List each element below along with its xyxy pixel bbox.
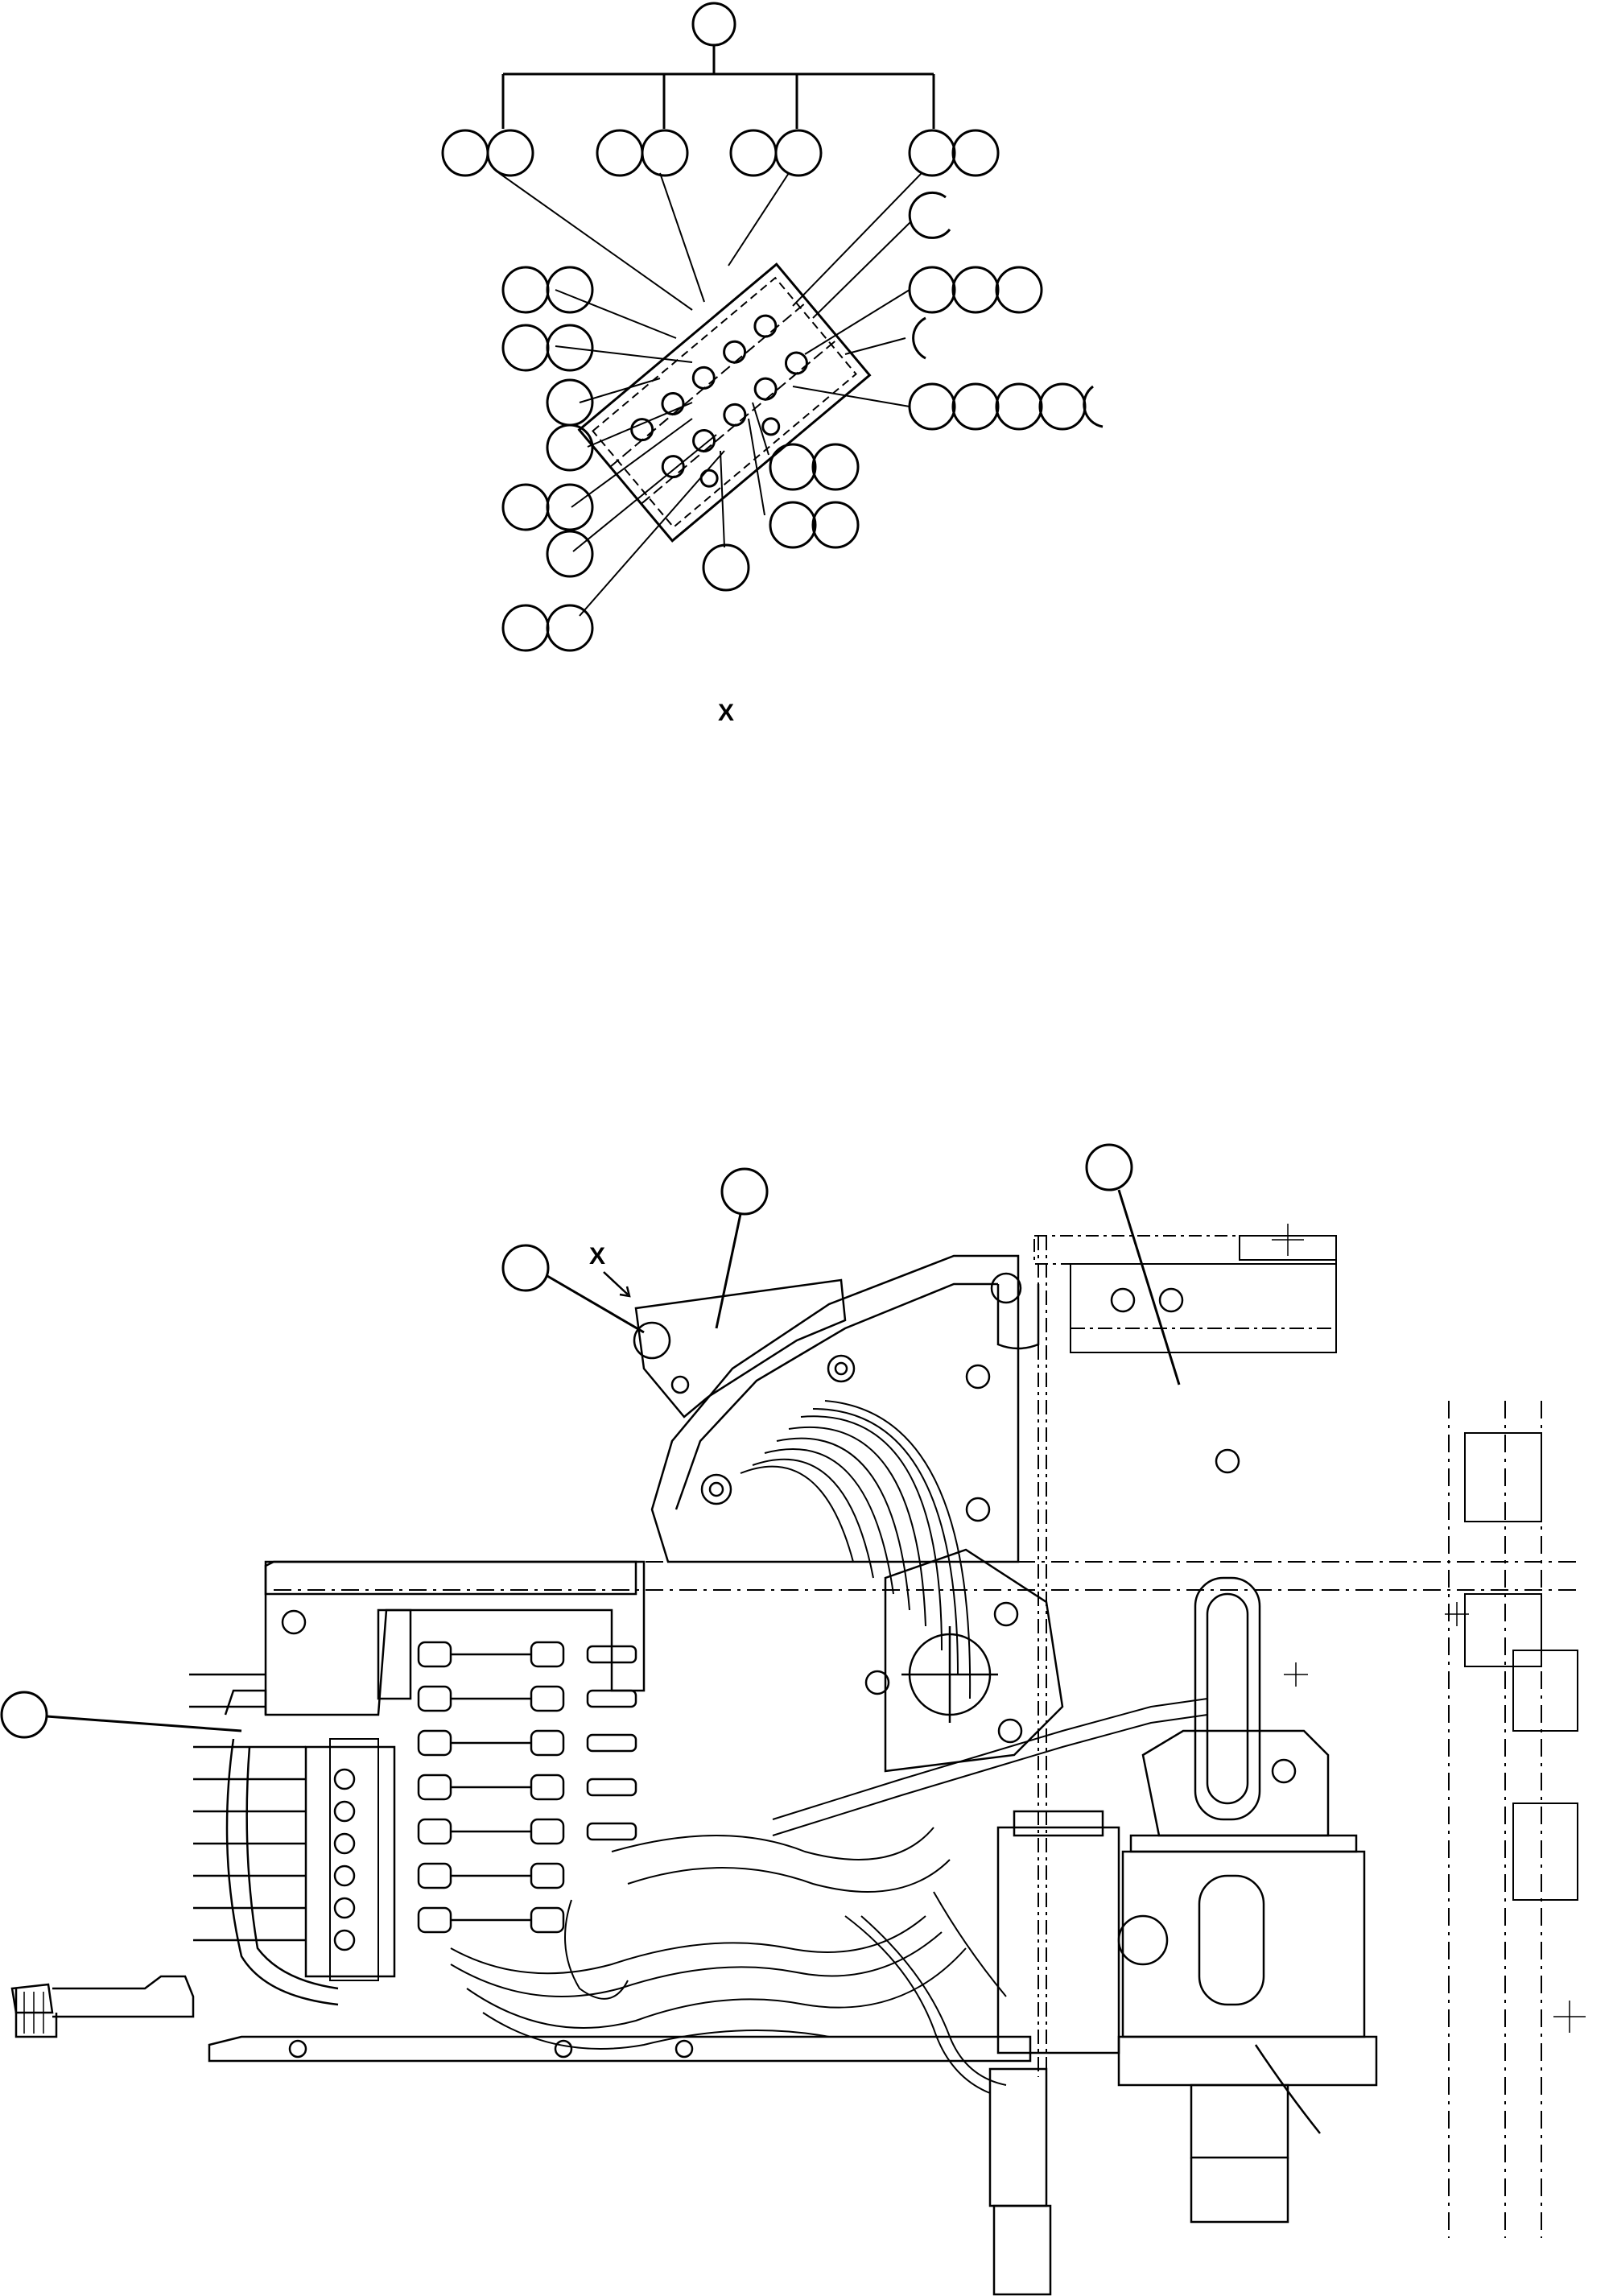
detail-view-x [441,2,1104,652]
outlet-stub [992,2204,1052,2296]
hose-bundle [740,1400,972,1699]
main-callouts [0,1143,1181,1739]
callout-balloon [908,129,956,177]
view-x-label: X [718,700,734,726]
callout-balloon [720,1167,769,1216]
inlet-pipe [10,1975,195,2038]
callout-balloon [441,129,489,177]
callout-balloon [769,501,817,549]
callout-balloon [951,129,1000,177]
callout-balloon [546,530,594,578]
callout-group-bottom [702,443,860,592]
callout-balloon [501,266,550,314]
callout-balloon [908,382,956,431]
view-arrow-icon [603,1271,631,1298]
callout-balloon [546,266,594,314]
callout-balloon [908,266,956,314]
callout-balloon [1085,1143,1133,1191]
lower-hoses [450,1698,1208,2094]
callout-balloon [729,129,778,177]
callout-balloon [951,382,1000,431]
callout-balloon [546,423,594,472]
crosshairs [1272,1224,1586,2033]
view-arrow-label: X [589,1243,605,1270]
callout-balloon [774,129,823,177]
callout-balloon [546,604,594,652]
frame-outlines [274,1235,1578,2238]
callout-balloon [995,266,1043,314]
callout-balloon [951,266,1000,314]
valve-stack [189,1673,396,1981]
callout-balloon [641,129,689,177]
callout-group-left [501,266,594,652]
callout-group-row1 [441,129,1000,177]
callout-balloon [811,501,860,549]
top-callout-tree [501,2,935,129]
callout-balloon [811,443,860,491]
callout-balloon [546,378,594,427]
callout-balloon [596,129,644,177]
callout-balloon [501,1244,550,1292]
callout-balloon [501,324,550,372]
callout-balloon [486,129,534,177]
callout-balloon [1038,382,1087,431]
pivot-plate [884,1548,1064,1773]
pump-motor [996,1576,1378,2224]
fittings [417,1641,637,1934]
callout-balloon [0,1691,48,1739]
main-assembly-view [0,1143,1586,2296]
callout-balloon [501,604,550,652]
callout-balloon [546,324,594,372]
callout-balloon [769,443,817,491]
leader-lines [498,172,922,617]
left-housing [224,1560,890,2006]
callout-group-right [908,191,1104,431]
callout-balloon [501,483,550,531]
bracket-arm [633,1254,1240,1563]
base-plate [208,2035,1048,2207]
manifold-block [577,262,872,543]
callout-balloon [995,382,1043,431]
callout-balloon [691,2,736,47]
callout-balloon [702,543,750,592]
callout-balloon [546,483,594,531]
